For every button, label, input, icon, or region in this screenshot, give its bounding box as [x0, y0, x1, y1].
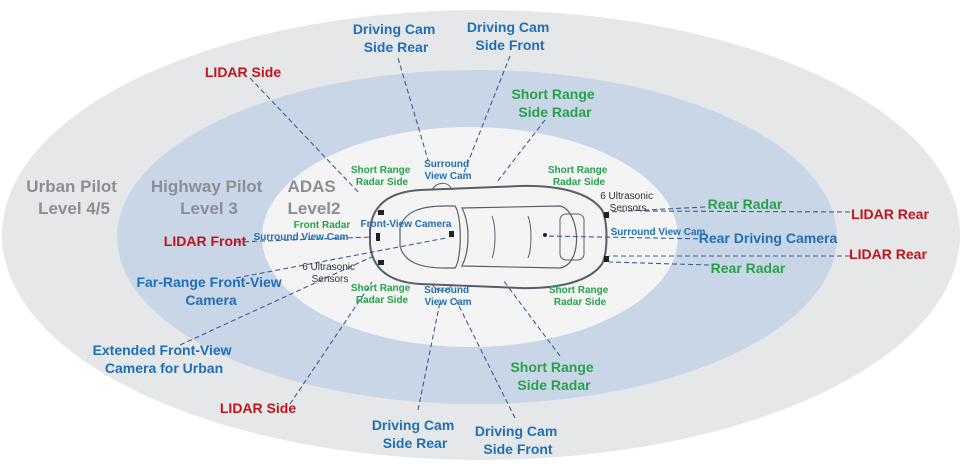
- inner-surround-view-cam-bottom: Surround View Cam: [424, 285, 472, 308]
- lidar-rear-top-label: LIDAR Rear: [851, 206, 929, 222]
- inner-short-range-radar-side-bl: Short Range Radar Side: [351, 283, 413, 306]
- driving-cam-side-front-bottom-label: Driving Cam Side Front: [475, 423, 561, 457]
- driving-cam-side-rear-top-label: Driving Cam Side Rear: [353, 21, 439, 55]
- inner-6-ultrasonic-rear: 6 Ultrasonic Sensors: [600, 191, 656, 214]
- inner-front-radar: Front Radar: [294, 220, 351, 231]
- inner-short-range-radar-side-tr: Short Range Radar Side: [548, 165, 610, 188]
- short-range-side-radar-bottom-label: Short Range Side Radar: [510, 359, 597, 393]
- driving-cam-side-rear-bottom-label: Driving Cam Side Rear: [372, 417, 458, 451]
- inner-short-range-radar-side-br: Short Range Radar Side: [549, 285, 611, 308]
- lidar-front-label: LIDAR Front: [164, 233, 247, 249]
- inner-short-range-radar-side-tl: Short Range Radar Side: [351, 165, 413, 188]
- rear-radar-top-label: Rear Radar: [708, 196, 783, 212]
- rear-radar-bottom-label: Rear Radar: [711, 260, 786, 276]
- extended-front-view-camera-label: Extended Front-View Camera for Urban: [93, 342, 236, 376]
- highway-pilot-label: Highway Pilot Level 3: [151, 177, 267, 218]
- rear-driving-camera-label: Rear Driving Camera: [699, 230, 838, 246]
- lidar-side-top-label: LIDAR Side: [205, 64, 281, 80]
- driving-cam-side-front-top-label: Driving Cam Side Front: [467, 19, 553, 53]
- adas-label: ADAS Level2: [288, 177, 341, 218]
- sensor-arrows: [179, 55, 851, 419]
- inner-surround-view-cam-top: Surround View Cam: [424, 159, 472, 182]
- inner-surround-view-cam-left: Surround View Cam: [254, 232, 349, 243]
- inner-6-ultrasonic-front: 6 Ultrasonic Sensors: [302, 262, 358, 285]
- adas-zone: [262, 127, 678, 347]
- far-range-front-view-camera-label: Far-Range Front-View Camera: [136, 274, 285, 308]
- lidar-side-bottom-label: LIDAR Side: [220, 400, 296, 416]
- car-top-view: [369, 182, 609, 292]
- short-range-side-radar-top-label: Short Range Side Radar: [511, 86, 598, 120]
- lidar-rear-bottom-label: LIDAR Rear: [849, 246, 927, 262]
- urban-pilot-label: Urban Pilot Level 4/5: [26, 177, 121, 218]
- inner-surround-view-cam-right: Surround View Cam: [611, 227, 706, 238]
- inner-front-view-camera: Front-View Camera: [361, 219, 452, 230]
